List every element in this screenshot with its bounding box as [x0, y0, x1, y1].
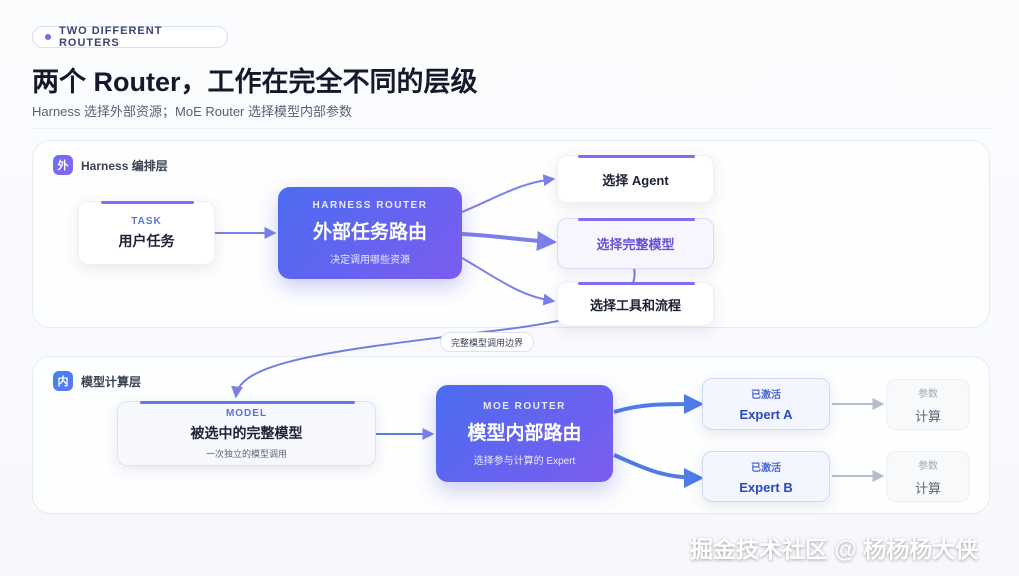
expert-a-name: Expert A	[739, 407, 793, 422]
watermark: 掘金技术社区 @ 杨杨杨大侠	[690, 536, 979, 562]
model-layer-label: 模型计算层	[81, 374, 142, 389]
section-badge: TWO DIFFERENT ROUTERS	[32, 25, 228, 49]
choice-tools-label: 选择工具和流程	[589, 297, 681, 313]
choice-agent-label: 选择 Agent	[602, 172, 669, 188]
moe-router-card: MOE ROUTER 模型内部路由 选择参与计算的 Expert	[436, 385, 613, 482]
param-b-label: 计算	[914, 480, 941, 496]
moe-router-kicker: MOE ROUTER	[483, 400, 566, 412]
arrow-harness-to-tools	[461, 257, 556, 306]
badge-label: TWO DIFFERENT ROUTERS	[58, 25, 163, 49]
card-accent-bar	[140, 401, 355, 404]
task-title: 用户任务	[118, 232, 175, 249]
card-accent-bar	[578, 155, 695, 158]
model-kicker: MODEL	[225, 407, 268, 419]
arrow-moe-to-expert-b	[613, 453, 704, 488]
param-b-card: 参数 计算	[886, 451, 970, 502]
card-accent-bar	[101, 201, 194, 204]
model-title: 被选中的完整模型	[190, 424, 303, 441]
param-a-kicker: 参数	[918, 388, 938, 400]
arrow-moe-to-expert-a	[613, 394, 704, 415]
page-title: 两个 Router，工作在完全不同的层级	[32, 67, 478, 97]
page-subtitle: Harness 选择外部资源；MoE Router 选择模型内部参数	[32, 104, 352, 119]
card-accent-bar	[578, 218, 695, 221]
selected-model-card: MODEL 被选中的完整模型 一次独立的模型调用	[117, 401, 376, 466]
expert-b-status: 已激活	[751, 462, 781, 474]
harness-router-card: HARNESS ROUTER 外部任务路由 决定调用哪些资源	[278, 187, 462, 279]
model-sub: 一次独立的模型调用	[205, 448, 287, 459]
moe-router-title: 模型内部路由	[467, 422, 582, 444]
arrow-harness-to-model	[461, 231, 557, 252]
harness-router-sub: 决定调用哪些资源	[330, 255, 410, 266]
expert-b-card: 已激活 Expert B	[702, 451, 830, 502]
harness-router-title: 外部任务路由	[312, 222, 427, 243]
choice-model-card: 选择完整模型	[557, 218, 714, 269]
harness-layer-tag: 外 Harness 编排层	[53, 155, 168, 175]
choice-agent-card: 选择 Agent	[557, 155, 714, 203]
choice-tools-card: 选择工具和流程	[557, 282, 714, 326]
harness-router-kicker: HARNESS ROUTER	[312, 200, 428, 211]
dot-icon	[45, 34, 51, 40]
param-a-label: 计算	[914, 408, 941, 424]
task-card: TASK 用户任务	[78, 201, 215, 265]
expert-a-status: 已激活	[751, 390, 781, 401]
task-kicker: TASK	[131, 215, 162, 227]
expert-a-card: 已激活 Expert A	[702, 378, 830, 430]
param-a-card: 参数 计算	[886, 379, 970, 430]
arrow-harness-to-agent	[461, 174, 556, 213]
outer-layer-icon: 外	[53, 155, 73, 175]
param-b-kicker: 参数	[918, 460, 938, 472]
moe-router-sub: 选择参与计算的 Expert	[473, 455, 576, 467]
harness-layer-label: Harness 编排层	[81, 158, 168, 173]
header-divider	[32, 128, 991, 129]
card-accent-bar	[578, 282, 695, 285]
inner-layer-icon: 内	[53, 371, 73, 391]
model-boundary-label: 完整模型调用边界	[440, 332, 535, 352]
choice-model-label: 选择完整模型	[596, 237, 675, 252]
model-layer-tag: 内 模型计算层	[53, 371, 141, 391]
expert-b-name: Expert B	[739, 479, 793, 495]
